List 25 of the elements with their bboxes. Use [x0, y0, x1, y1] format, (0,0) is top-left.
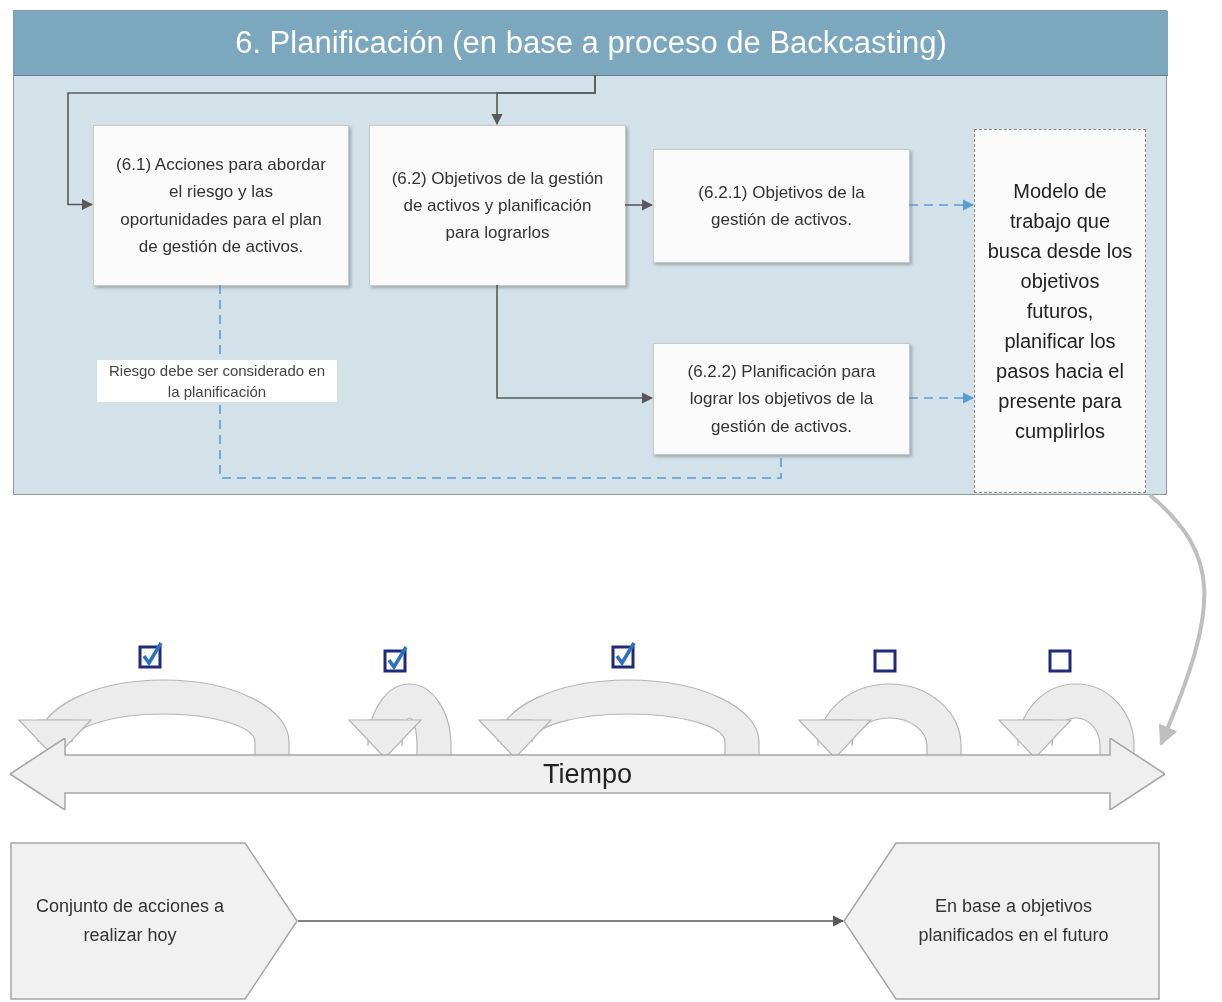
title-band	[14, 11, 1168, 76]
arrow	[908, 392, 975, 404]
arrow	[908, 199, 975, 211]
arrow	[496, 284, 654, 404]
node-text: Tiempo	[543, 757, 632, 791]
edge-label: Riesgo debe ser considerado en la planificación	[97, 360, 337, 402]
node-text: (6.2.2) Planificación para lograr los objetivos de la gestión de activos.	[686, 361, 877, 438]
process-box	[369, 125, 626, 286]
node-text: Modelo de trabajo que busca desde los objetivos futuros, planificar los pasos hacia el presente para cumplirlos	[987, 179, 1133, 444]
arrow	[491, 74, 596, 126]
node-text: 6. Planificación (en base a proceso de Backcasting)	[235, 23, 947, 62]
section-panel	[13, 10, 1167, 495]
connector-line	[219, 284, 782, 479]
note-box	[974, 129, 1146, 493]
process-box	[653, 343, 910, 455]
curved-arrow	[1148, 493, 1207, 746]
node-text: En base a objetivos planificados en el futuro	[917, 895, 1110, 947]
process-box	[93, 125, 349, 286]
node-text: (6.2.1) Objetivos de la gestión de activos.	[697, 181, 866, 231]
arrow	[624, 199, 654, 211]
arrow	[297, 915, 845, 927]
node-text: (6.1) Acciones para abordar el riesgo y las oportunidades para el plan de gestión de activos.	[115, 154, 327, 258]
process-box	[653, 149, 910, 263]
node-text: (6.2) Objetivos de la gestión de activos y planificación para lograrlos	[390, 167, 605, 245]
node-text: Conjunto de acciones a realizar hoy	[34, 895, 226, 947]
